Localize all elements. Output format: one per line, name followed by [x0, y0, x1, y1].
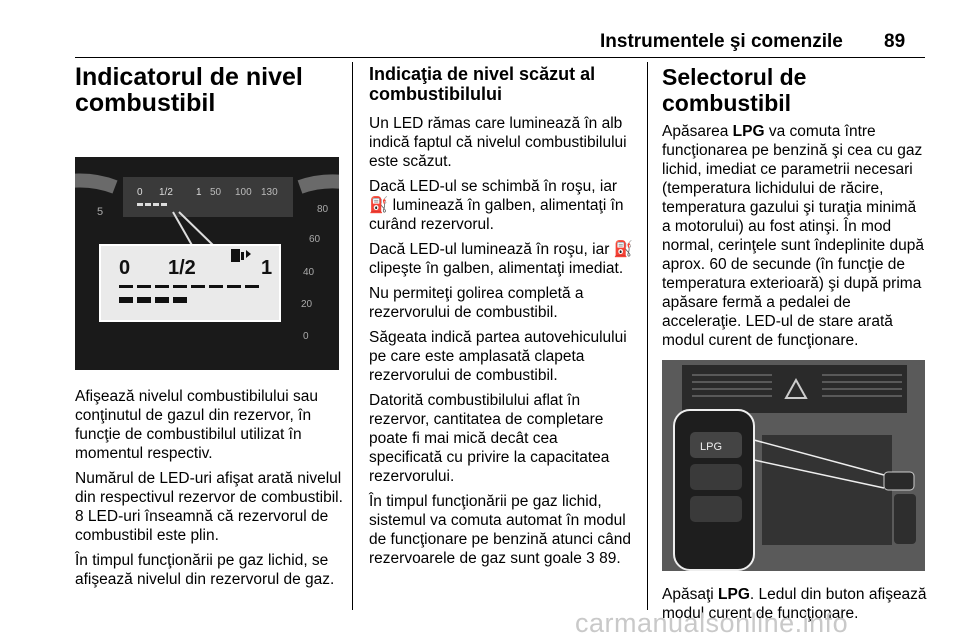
small-scale-label: 0	[137, 187, 143, 198]
speed-mark: 130	[261, 187, 278, 198]
gauge-full-label: 1	[261, 257, 272, 279]
tach-mark: 20	[301, 299, 313, 310]
section-heading: Selectorul de combustibil	[662, 64, 807, 116]
gauge-lit-leds	[119, 297, 187, 303]
lpg-button-figure: LPG	[662, 360, 925, 571]
paragraph-text: Apăsaţi	[662, 586, 719, 603]
paragraph: Dacă LED-ul luminează în roşu, iar ⛽ cli…	[369, 241, 633, 277]
paragraph: Numărul de LED-uri afişat arată nivelul …	[75, 470, 343, 544]
lpg-button-label: LPG	[700, 441, 722, 453]
paragraph: Afişează nivelul combustibilului sau con…	[75, 388, 318, 462]
small-scale-label: 1	[196, 187, 202, 198]
tach-mark: 80	[317, 204, 329, 215]
speed-mark: 50	[210, 187, 222, 198]
gauge-half-label: 1/2	[168, 257, 196, 279]
lpg-button[interactable]	[690, 432, 742, 458]
tach-mark: 0	[303, 331, 309, 342]
paragraph: Dacă LED-ul se schimbă în roşu, iar ⛽ lu…	[369, 178, 624, 233]
small-scale-label: 1/2	[159, 187, 173, 198]
paragraph-text: . Ledul din buton afişează modul curent …	[662, 586, 927, 622]
tach-mark: 40	[303, 267, 315, 278]
paragraph: Un LED rămas care luminează în alb indic…	[369, 115, 627, 170]
tach-mark: 5	[97, 206, 103, 218]
column-fuel-selector: Selectorul de combustibil Apăsarea LPG v…	[662, 64, 928, 629]
lpg-keyword: LPG	[732, 123, 765, 140]
speed-mark: 100	[235, 187, 252, 198]
magnified-gauge	[99, 244, 281, 322]
column-low-fuel: Indicaţia de nivel scăzut al combustibil…	[369, 64, 635, 574]
paragraph: În timpul funcţionării pe gaz lichid, si…	[369, 492, 635, 568]
column-divider-1	[352, 62, 353, 610]
paragraph: Săgeata indică partea autovehiculului pe…	[369, 329, 627, 384]
instrument-cluster-illustration: 5 80 60 40 20 0 0 1/2 1 50 100 130 0 1/2…	[75, 157, 339, 370]
section-heading: Indicatorul de nivel combustibil	[75, 63, 303, 117]
paragraph: Apăsarea LPG va comuta între funcţionare…	[662, 122, 928, 350]
paragraph: Nu permiteţi golirea completă a rezervor…	[369, 285, 584, 321]
page-header-title: Instrumentele şi comenzile	[600, 31, 843, 52]
paragraph-text: În timpul funcţionării pe gaz lichid, si…	[369, 493, 631, 567]
paragraph: Datorită combustibilului aflat în rezerv…	[369, 392, 610, 485]
column-divider-2	[647, 62, 648, 610]
paragraph: În timpul funcţionării pe gaz lichid, se…	[75, 552, 335, 588]
gauge-empty-label: 0	[119, 257, 130, 279]
gauge-led-outlines	[119, 285, 259, 288]
fuel-gauge-figure: 5 80 60 40 20 0 0 1/2 1 50 100 130 0 1/2…	[75, 157, 339, 370]
paragraph-text: va comuta între funcţionarea pe benzină …	[662, 123, 924, 349]
lpg-keyword: LPG	[718, 586, 750, 603]
column-fuel-gauge: Indicatorul de nivel combustibil 5 80 60…	[75, 64, 343, 595]
header-rule	[75, 57, 925, 58]
paragraph: Apăsaţi LPG. Ledul din buton afişează mo…	[662, 585, 928, 623]
section-heading: Indicaţia de nivel scăzut al combustibil…	[369, 64, 596, 104]
tach-mark: 60	[309, 234, 321, 245]
watermark: carmanualsonline.info	[575, 608, 849, 638]
page-number: 89	[884, 31, 906, 52]
dashboard-illustration: LPG	[662, 360, 925, 571]
page-reference-link[interactable]: 3 89.	[586, 550, 621, 567]
fuel-pump-icon	[231, 249, 251, 262]
paragraph-text: Apăsarea	[662, 123, 733, 140]
